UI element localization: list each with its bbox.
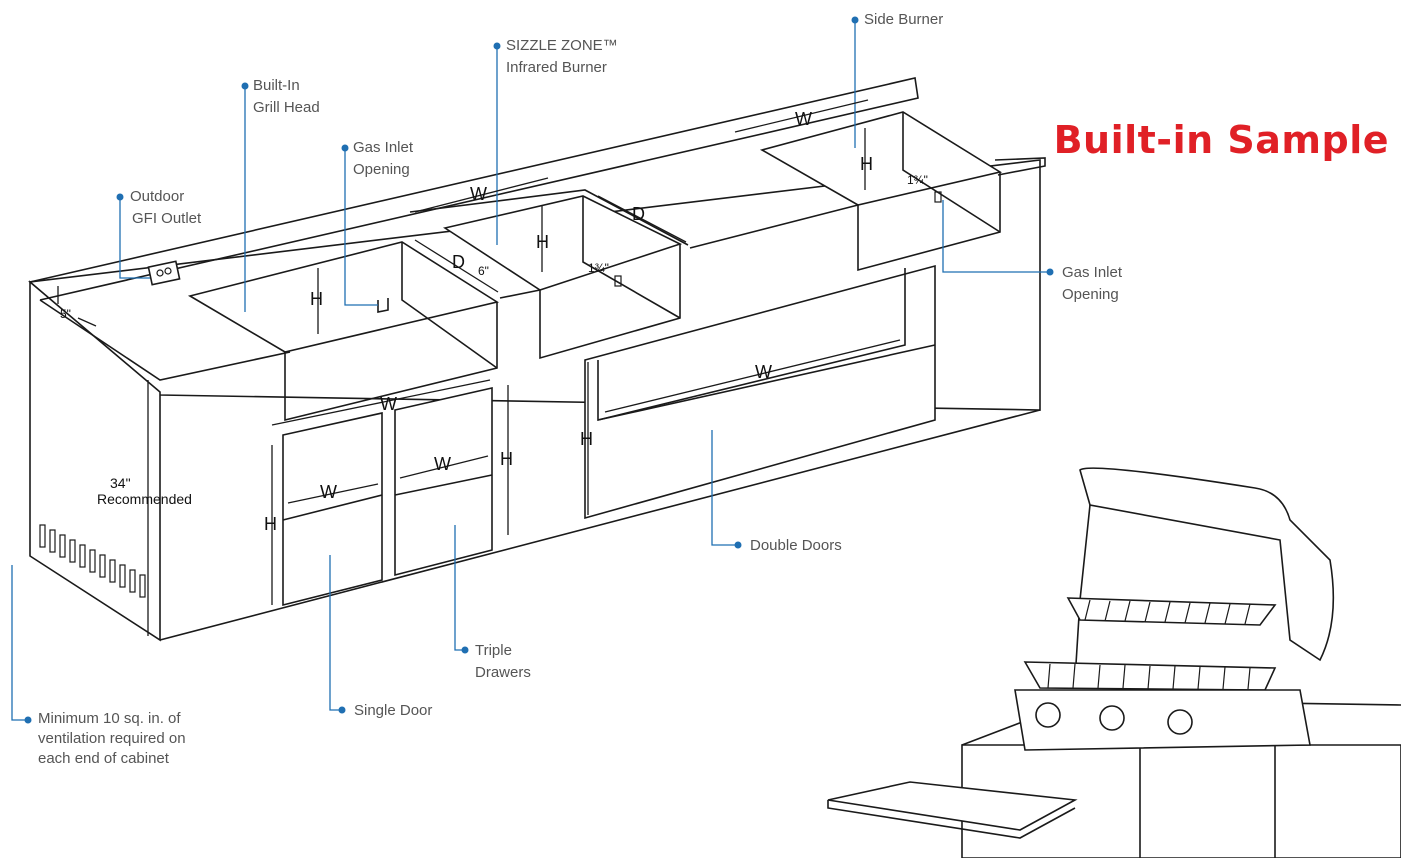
dimension-labels: W W W W W W H H H H H H D D 5" 6" 1¾" 1¾…	[60, 109, 928, 534]
dim-h-single: H	[264, 514, 277, 534]
callout-double-doors: Double Doors	[750, 535, 842, 557]
callout-line: Opening	[353, 161, 410, 178]
dim-w-side: W	[795, 109, 812, 129]
callout-single-door: Single Door	[354, 700, 432, 722]
dim-h-sizzle: H	[536, 232, 549, 252]
callout-sizzle-zone: SIZZLE ZONE™ Infrared Burner	[506, 35, 618, 79]
callout-line: GFI Outlet	[132, 210, 202, 227]
callout-line: Drawers	[475, 664, 531, 681]
callout-line: Gas Inlet	[353, 139, 414, 156]
dim-height-value: 34"	[110, 475, 131, 491]
callout-line: Infrared Burner	[506, 59, 607, 76]
callout-line: SIZZLE ZONE™	[506, 37, 618, 54]
callout-side-burner: Side Burner	[864, 9, 943, 31]
callout-line: Triple	[475, 642, 512, 659]
callout-gas-inlet-left: Gas Inlet Opening	[353, 137, 413, 181]
dim-d-grill: D	[452, 252, 465, 272]
dim-w-center: W	[470, 184, 487, 204]
callout-line: ventilation required on	[38, 730, 186, 747]
callout-line: Opening	[1062, 286, 1119, 303]
dim-w-lower: W	[380, 394, 397, 414]
grill-knob-right-icon	[1167, 709, 1193, 735]
callout-line: Side Burner	[864, 11, 944, 28]
callout-line: Outdoor	[130, 188, 185, 205]
dim-h-drawer: H	[500, 449, 513, 469]
dim-w-drawer: W	[434, 454, 451, 474]
dim-h-grill: H	[310, 289, 323, 309]
grill-illustration	[827, 467, 1401, 858]
dim-h-double: H	[580, 429, 593, 449]
dimension-arrows	[57, 99, 901, 636]
cabinet-outline	[28, 77, 1046, 642]
dim-w-single: W	[320, 482, 337, 502]
dim-one-three-quarter-center: 1¾"	[588, 261, 609, 275]
grill-knob-left-icon	[1035, 702, 1061, 728]
callout-built-in-grill-head: Built-In Grill Head	[253, 75, 320, 119]
dim-w-double: W	[755, 362, 772, 382]
dim-one-three-quarter-side: 1¾"	[907, 173, 928, 187]
callout-line: each end of cabinet	[38, 750, 169, 767]
callout-line: Gas Inlet	[1062, 264, 1123, 281]
gfi-outlet-icon	[147, 260, 181, 286]
callout-gas-inlet-right: Gas Inlet Opening	[1062, 262, 1122, 306]
dim-five-inch: 5"	[60, 307, 71, 321]
dim-h-side: H	[860, 154, 873, 174]
callout-line: Built-In	[253, 77, 300, 94]
page-title: Built-in Sample	[1053, 118, 1389, 162]
callout-line: Single Door	[354, 702, 433, 719]
callout-line: Double Doors	[750, 537, 842, 554]
dim-six-inch: 6"	[478, 264, 489, 278]
dim-height-note: Recommended	[97, 491, 192, 507]
callout-triple-drawers: Triple Drawers	[475, 640, 531, 684]
callout-line: Grill Head	[253, 99, 320, 116]
leader-lines	[11, 16, 1054, 724]
callout-ventilation: Minimum 10 sq. in. of ventilation requir…	[38, 709, 186, 769]
callout-line: Minimum 10 sq. in. of	[38, 710, 181, 727]
grill-knob-center-icon	[1099, 705, 1125, 731]
ventilation-slots	[39, 524, 146, 598]
dim-d-sizzle: D	[632, 204, 645, 224]
callout-outdoor-gfi-outlet: Outdoor GFI Outlet	[130, 186, 201, 230]
